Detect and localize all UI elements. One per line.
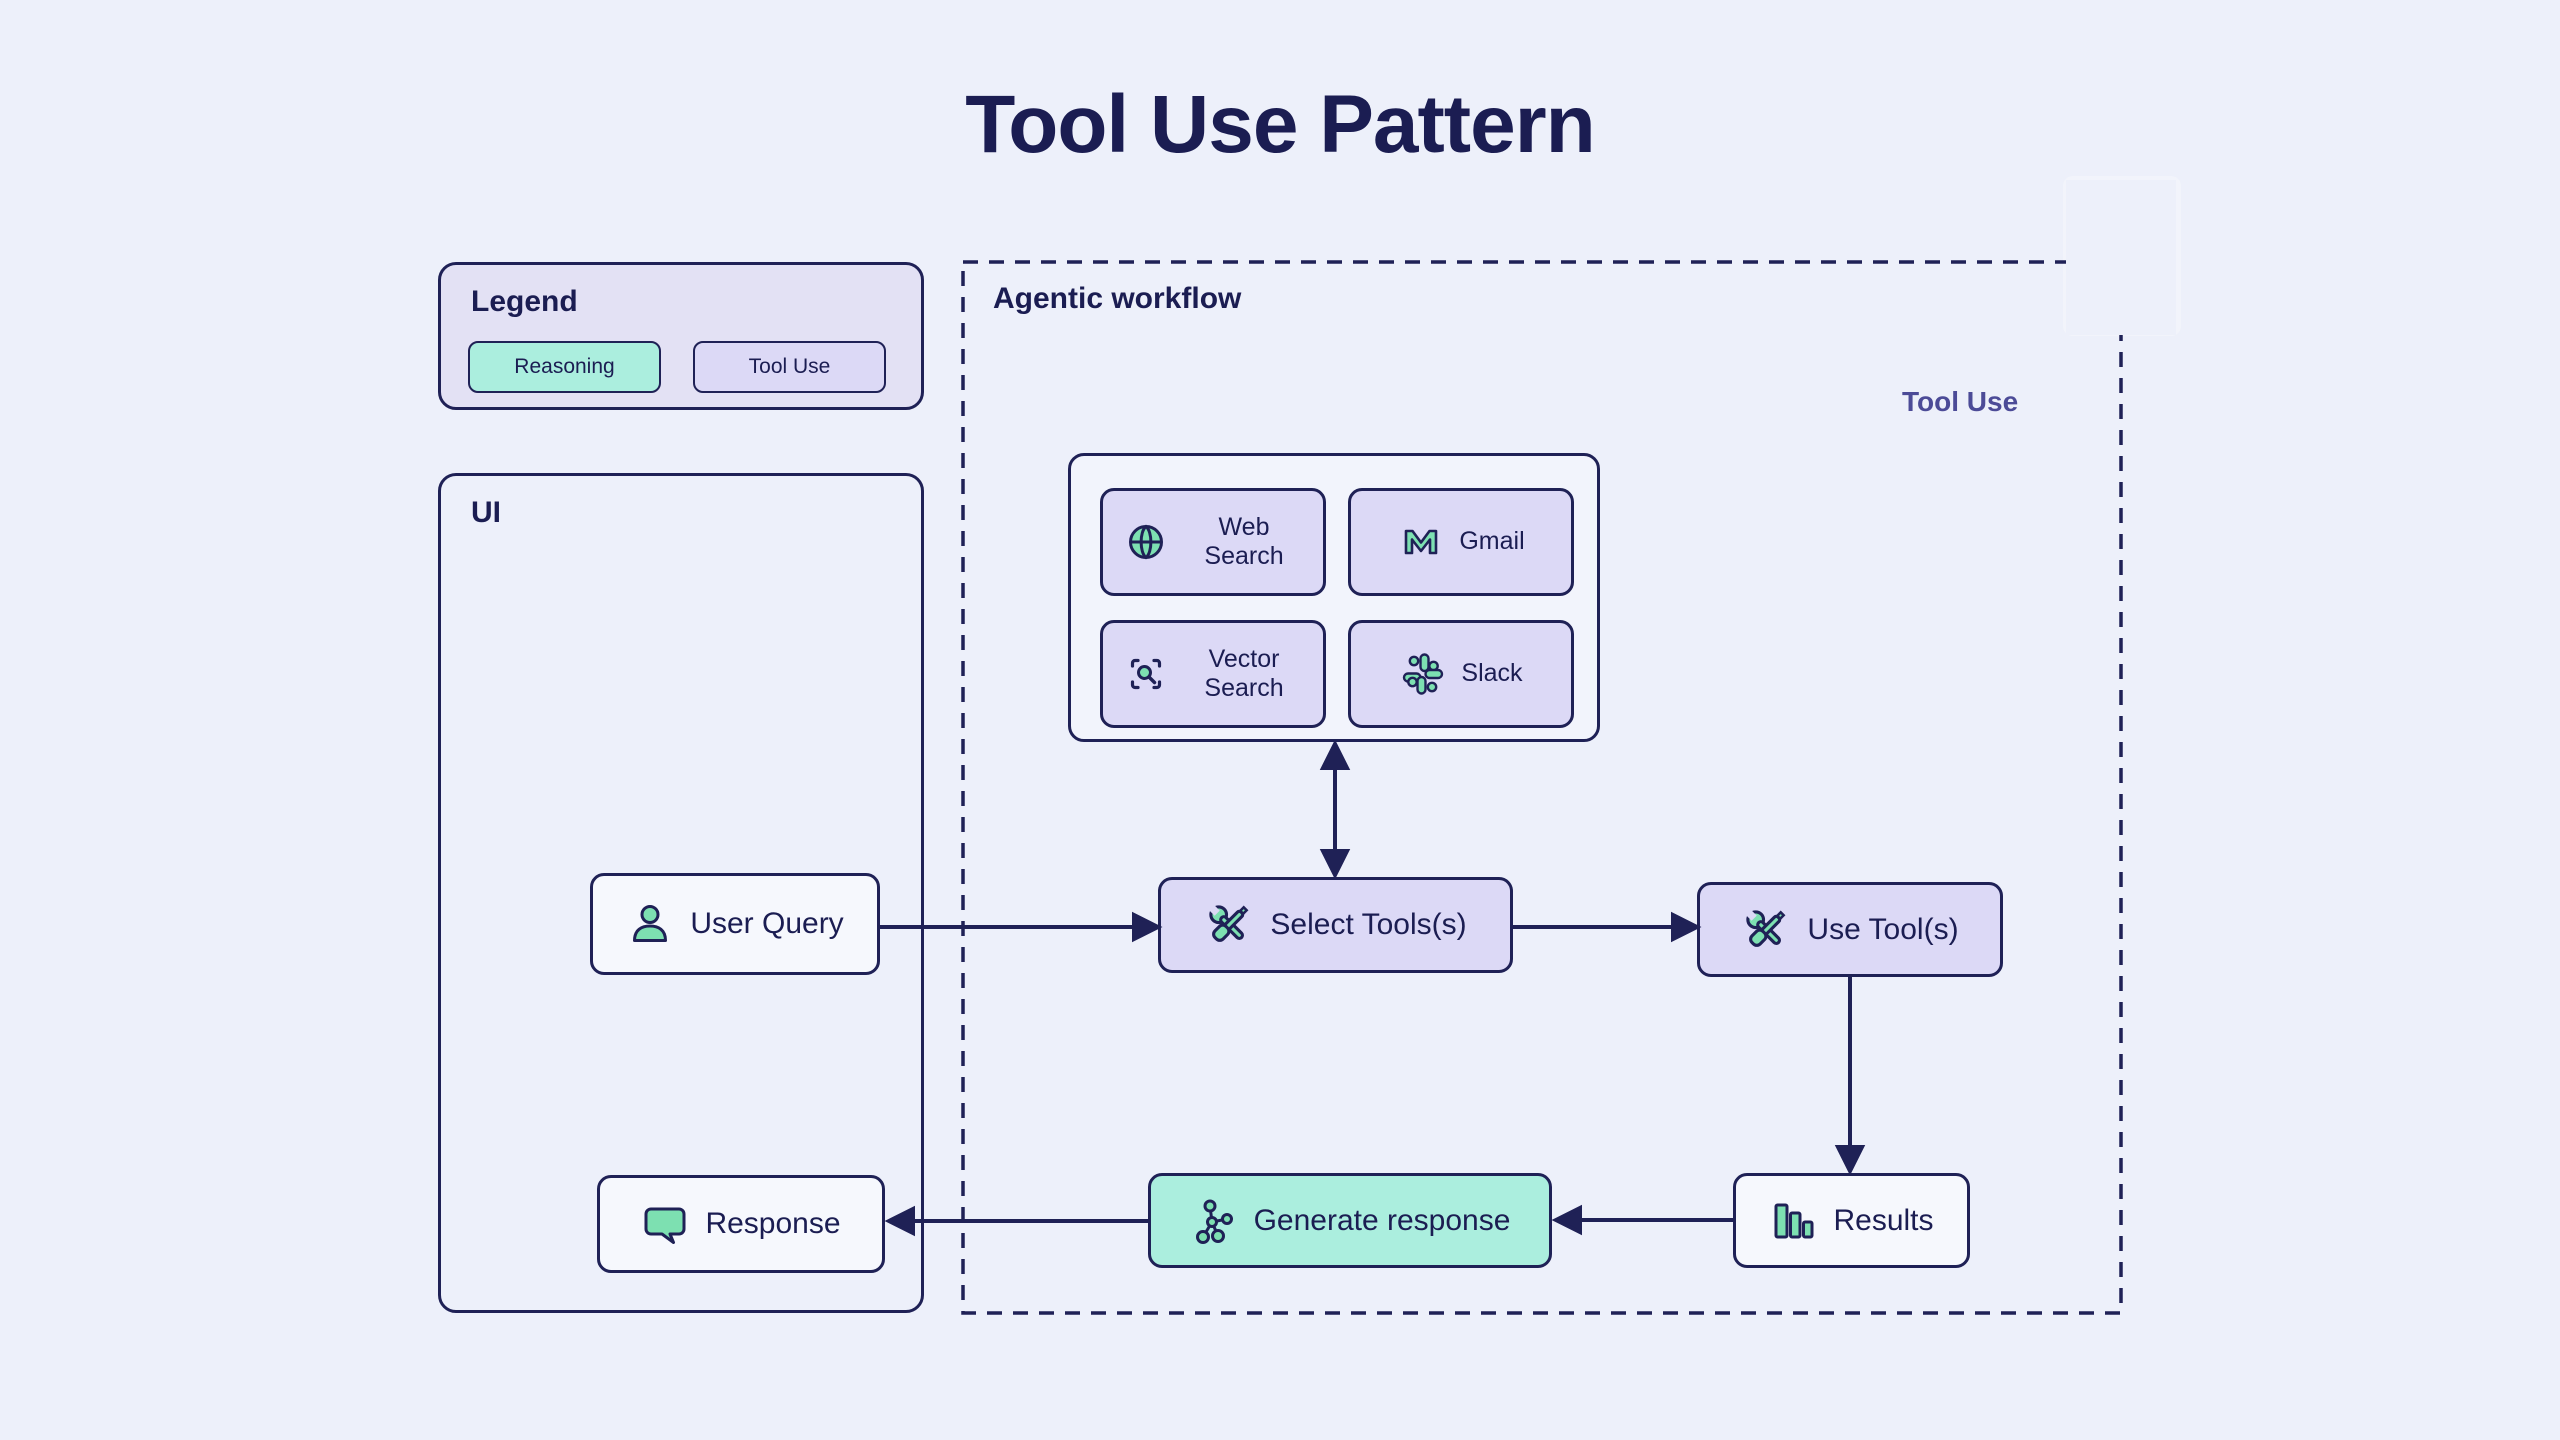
arrowhead <box>1671 911 1702 943</box>
tool-chip-slack: Slack <box>1348 620 1574 728</box>
select-tools-label: Select Tools(s) <box>1270 908 1467 941</box>
ui-panel-title: UI <box>471 496 501 529</box>
results-label: Results <box>1833 1203 1934 1237</box>
agentic-workflow-title: Agentic workflow <box>993 282 1242 315</box>
arrowhead <box>1551 1204 1582 1236</box>
legend-title: Legend <box>471 285 578 318</box>
generate-response-node: Generate response <box>1148 1173 1552 1268</box>
response-label: Response <box>705 1207 841 1240</box>
user-query-label: User Query <box>690 907 844 940</box>
tool-chip-gmail: Gmail <box>1348 488 1574 596</box>
arrowhead <box>1834 1145 1866 1176</box>
user-query-node: User Query <box>590 873 880 975</box>
tools-icon <box>1746 909 1786 947</box>
bar-chart-icon <box>1774 1203 1814 1238</box>
tool-use-caption: Tool Use <box>1902 386 2019 417</box>
slack-icon <box>1403 653 1444 695</box>
agentic-workflow-border <box>961 260 2123 1315</box>
robot-icon <box>2070 187 2174 333</box>
use-tools-label: Use Tool(s) <box>1807 912 1959 946</box>
page-title: Tool Use Pattern <box>965 79 1595 170</box>
arrowhead <box>1319 739 1351 770</box>
tool-chip-vector-search: Vector Search <box>1100 620 1326 728</box>
tool-chip-label: Gmail <box>1459 527 1525 556</box>
ui-panel: UI <box>438 473 924 1313</box>
use-tools-node: Use Tool(s) <box>1697 882 2003 977</box>
response-node: Response <box>597 1175 885 1273</box>
arrowhead <box>1319 849 1351 880</box>
tool-chip-label: Slack <box>1461 659 1523 688</box>
tool-chip-label: Web Search <box>1204 512 1284 571</box>
tools-container: Web Search Gmail Vector Search <box>1068 453 1600 742</box>
speech-bubble-icon <box>644 1207 686 1244</box>
results-node: Results <box>1733 1173 1970 1268</box>
generate-response-label: Generate response <box>1253 1203 1511 1237</box>
globe-icon <box>1129 524 1163 560</box>
legend-panel: Legend Reasoning Tool Use <box>438 262 924 410</box>
arrowhead <box>1132 911 1163 943</box>
gmail-icon <box>1405 529 1438 555</box>
legend-chip-tool-use: Tool Use <box>693 341 886 393</box>
user-icon <box>633 905 668 942</box>
legend-chip-reasoning-label: Reasoning <box>514 355 615 378</box>
legend-chip-tool-use-label: Tool Use <box>748 355 831 378</box>
network-icon <box>1195 1199 1233 1244</box>
tool-chip-web-search: Web Search <box>1100 488 1326 596</box>
vector-search-icon <box>1130 658 1162 690</box>
legend-chip-reasoning: Reasoning <box>468 341 661 393</box>
tool-chip-label: Vector Search <box>1204 644 1284 703</box>
select-tools-node: Select Tools(s) <box>1158 877 1513 973</box>
tools-icon <box>1209 904 1249 942</box>
